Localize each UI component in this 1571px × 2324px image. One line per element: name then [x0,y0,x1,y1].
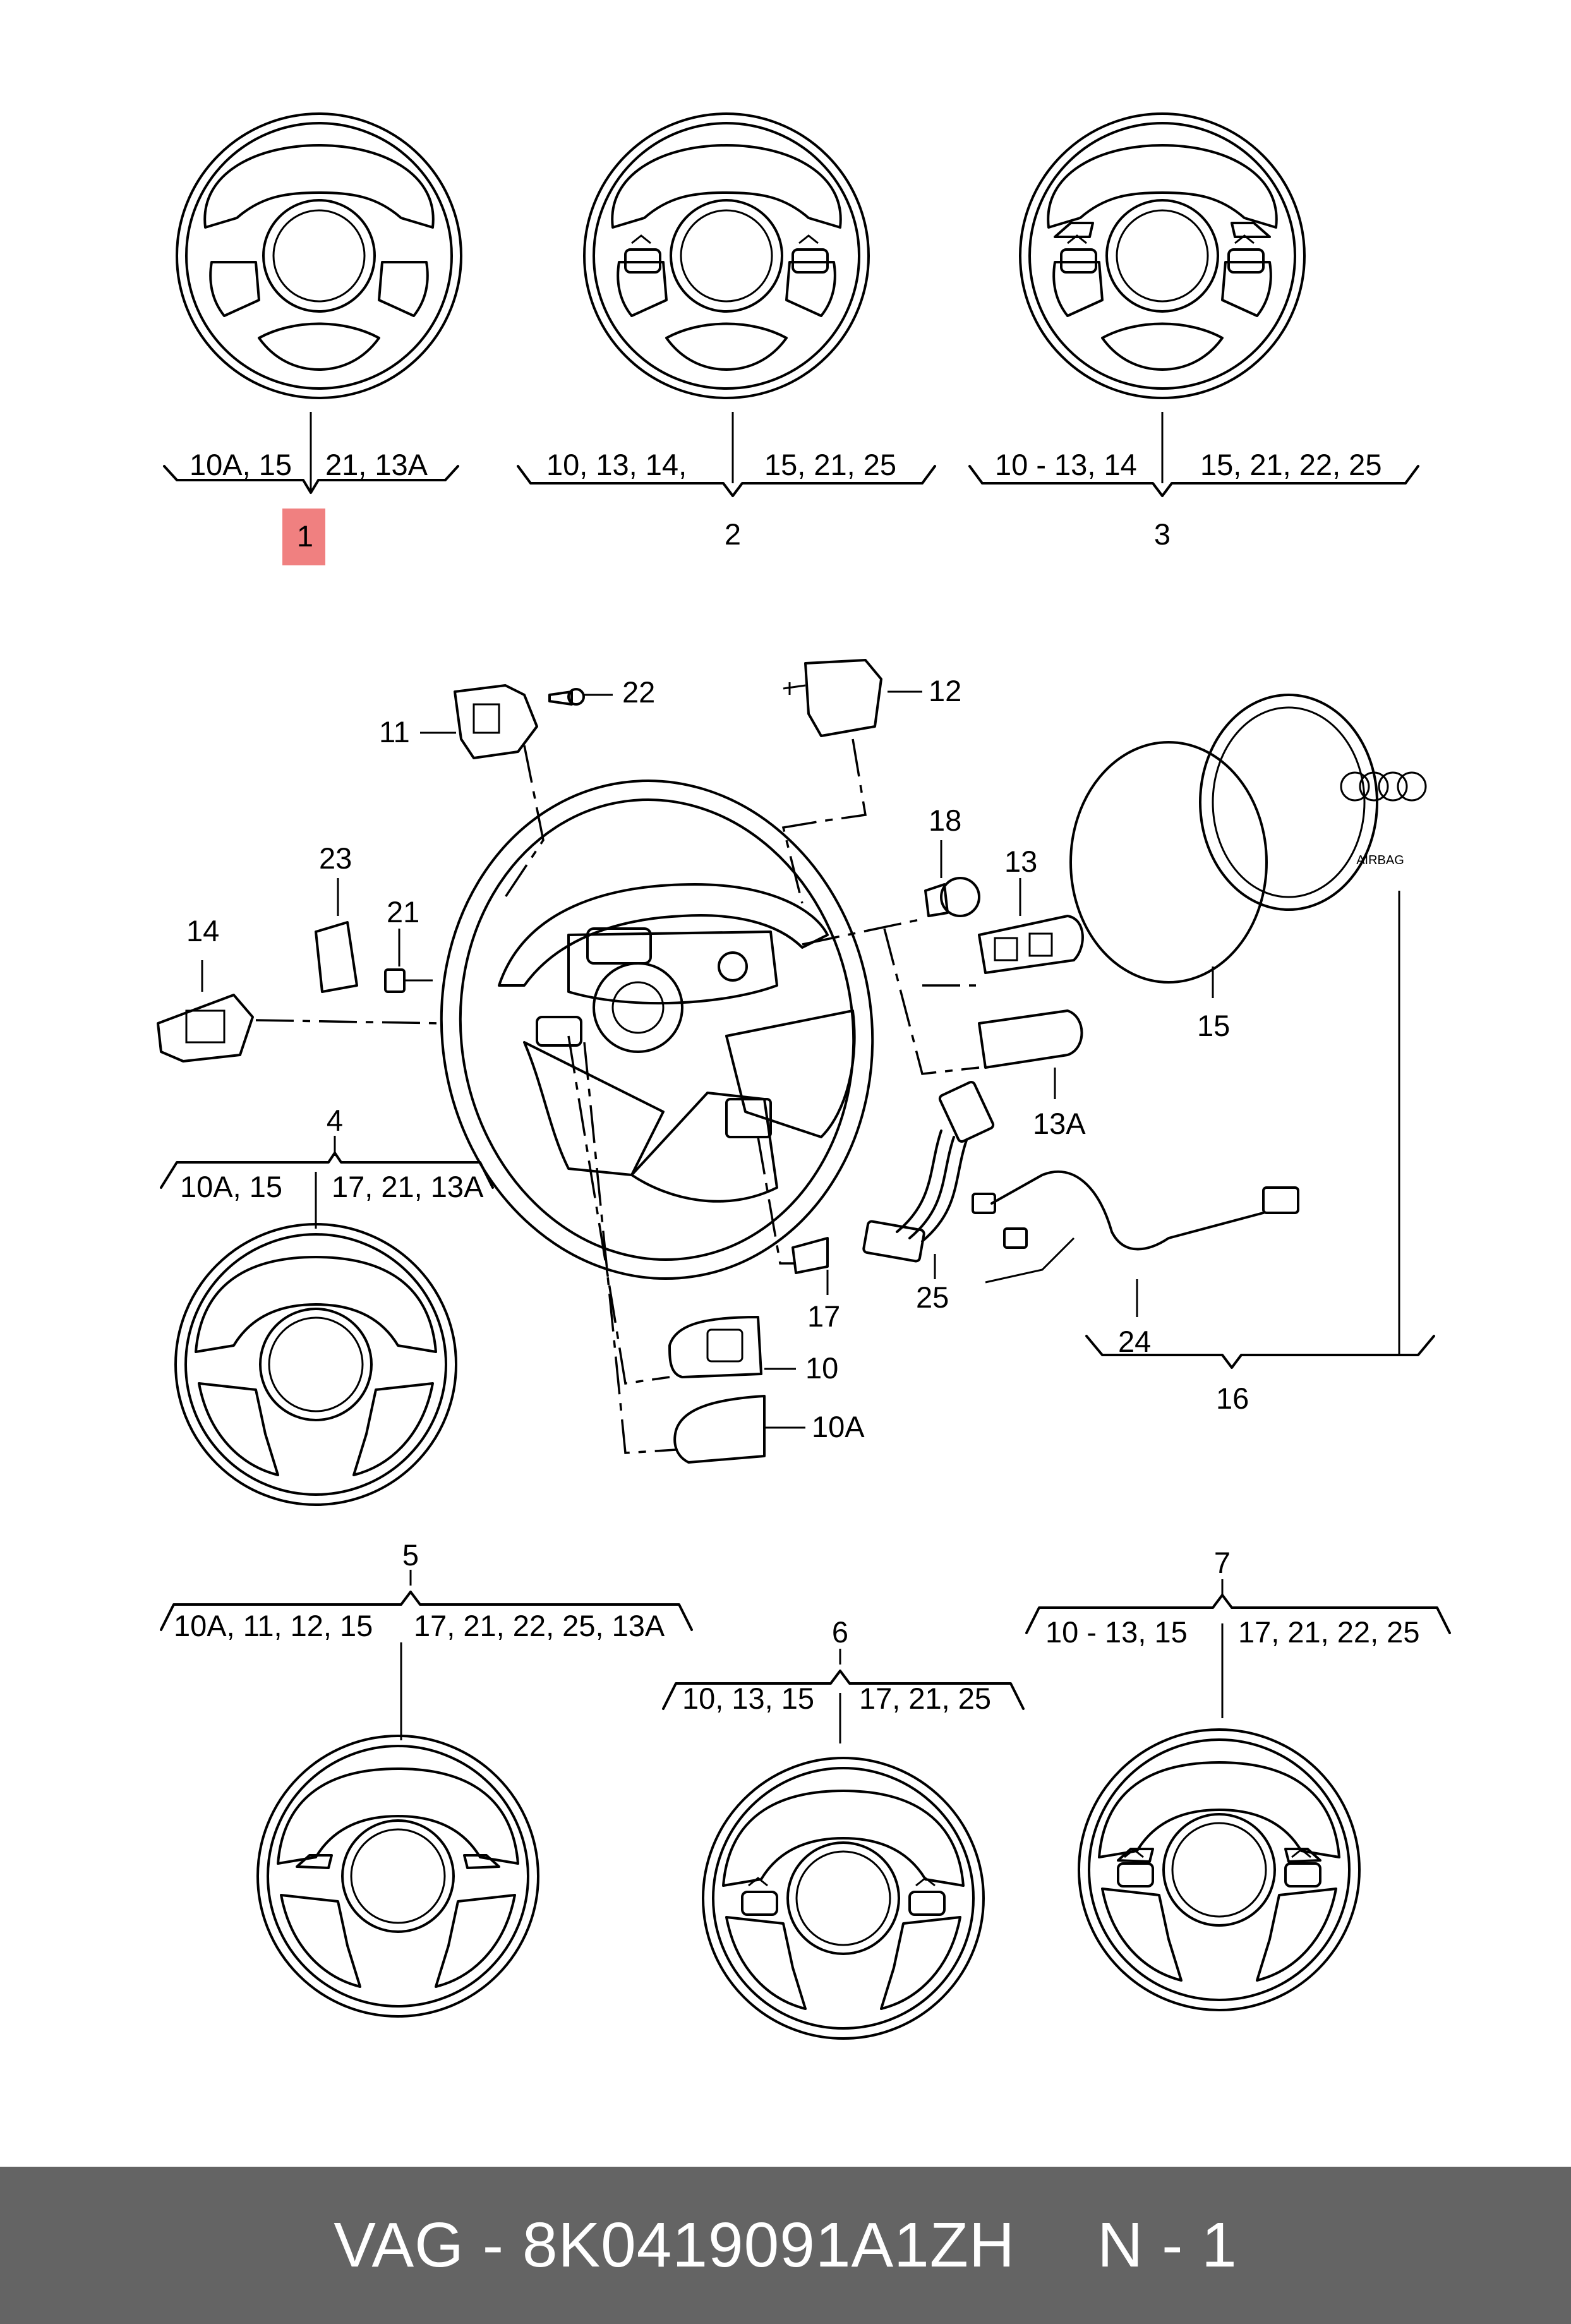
button-module-10 [668,1316,762,1378]
part-label-16: 16 [1216,1382,1249,1415]
wheel-6-buttons [741,1877,946,1916]
part-label-13: 13 [1004,845,1037,878]
screw-21 [384,968,433,993]
wheel-3-buttons [1060,234,1265,274]
airbag-15: AIRBAG [1069,694,1427,984]
steering-wheel-4 [174,1223,457,1506]
variant-2: 2 10, 13, 14, 15, 21, 25 [517,112,936,551]
variant-4-left-list: 10A, 15 [180,1170,282,1203]
variant-5: 5 10A, 11, 12, 15 17, 21, 22, 25, 13A [160,1538,693,2018]
variant-number-2: 2 [725,517,741,551]
variant-1-left-list: 10A, 15 [190,448,292,481]
variant-2-right-list: 15, 21, 25 [764,448,896,481]
footer-bar: VAG - 8K0419091A1ZH N - 1 [0,2167,1571,2324]
variant-6: 6 10, 13, 15 17, 21, 25 [662,1615,1025,2040]
airbag-text: AIRBAG [1356,853,1404,867]
variant-6-left-list: 10, 13, 15 [682,1682,814,1715]
variant-number-7: 7 [1214,1546,1231,1579]
variant-7: 7 10 - 13, 15 17, 21, 22, 25 [1025,1546,1451,2011]
part-label-18: 18 [929,804,961,837]
exploded-view: 22 11 12 18 13 [157,659,1435,1464]
highlight-box [282,509,325,565]
variant-3-left-list: 10 - 13, 14 [995,448,1137,481]
variant-number-3: 3 [1154,517,1171,551]
variant-5-left-list: 10A, 11, 12, 15 [174,1609,373,1642]
wiring-harness-25 [862,1081,995,1263]
wheel-2-buttons [624,234,829,274]
button-module-11 [454,684,538,759]
part-label-10: 10 [805,1351,838,1385]
button-module-13 [978,915,1084,974]
variant-number-5: 5 [402,1538,419,1572]
clip-23 [315,921,358,993]
variant-5-right-list: 17, 21, 22, 25, 13A [414,1609,665,1642]
footer-part-number: VAG - 8K0419091A1ZH [334,2210,1016,2280]
variant-3-right-list: 15, 21, 22, 25 [1200,448,1381,481]
part-label-13a: 13A [1033,1107,1086,1140]
button-cover-10a [673,1395,766,1464]
steering-wheel-3 [1019,112,1306,399]
button-module-12 [783,659,882,737]
cover-17 [792,1237,829,1274]
part-label-21: 21 [387,895,419,929]
part-label-24: 24 [1118,1325,1151,1358]
steering-wheel-6 [702,1757,985,2040]
footer-page: N - 1 [1097,2210,1237,2280]
variant-number-4: 4 [327,1104,343,1137]
variant-7-left-list: 10 - 13, 15 [1045,1615,1188,1649]
part-label-15: 15 [1197,1009,1230,1042]
module-14 [157,994,254,1063]
steering-wheel-5 [256,1735,539,2018]
variant-1-right-list: 21, 13A [325,448,428,481]
variant-4: 4 10A, 15 17, 21, 13A [160,1104,494,1506]
part-label-17: 17 [807,1299,840,1333]
part-label-23: 23 [319,841,352,875]
main-steering-wheel [440,779,874,1280]
part-label-12: 12 [929,674,961,707]
variant-7-right-list: 17, 21, 22, 25 [1238,1615,1419,1649]
part-label-25: 25 [916,1280,949,1314]
steering-wheel-7 [1078,1728,1361,2011]
variant-6-right-list: 17, 21, 25 [859,1682,991,1715]
part-label-11: 11 [379,715,410,749]
variant-2-left-list: 10, 13, 14, [546,448,687,481]
variant-number-1: 1 [297,519,313,553]
horn-button-18 [924,877,980,917]
part-label-10a: 10A [812,1410,865,1443]
part-label-14: 14 [186,914,219,948]
button-cover-13a [978,1009,1083,1069]
part-label-22: 22 [622,675,655,709]
variant-1: 1 10A, 15 21, 13A [163,112,462,565]
variant-3: 3 10 - 13, 14 15, 21, 22, 25 [968,112,1419,551]
screw-22 [548,688,613,706]
variant-number-6: 6 [832,1615,848,1649]
steering-wheel-2 [583,112,870,399]
variant-4-right-list: 17, 21, 13A [332,1170,484,1203]
wheel-7-buttons [1117,1848,1321,1887]
cable-24 [972,1171,1299,1284]
steering-wheel-1 [176,112,462,399]
parts-diagram: 1 10A, 15 21, 13A 2 10, 13, 14, 15, 21, … [157,112,1451,2040]
